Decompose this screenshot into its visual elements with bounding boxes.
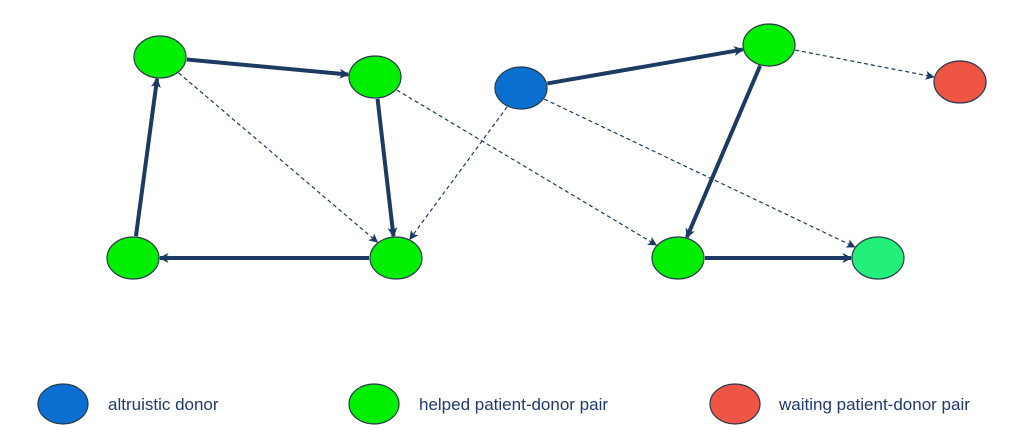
node-E-altruistic-donor (494, 66, 548, 110)
node-C-helped-pair (369, 236, 423, 280)
edge-F-G-dashed (795, 49, 935, 80)
node-F-helped-pair (742, 23, 796, 67)
legend-item-helped-pair: helped patient-donor pair (348, 383, 608, 425)
edge-E-C-dashed (409, 106, 508, 240)
edge-A-B-solid (186, 57, 350, 79)
legend-swatch-waiting-pair (709, 383, 761, 425)
node-H-helped-pair (651, 236, 705, 280)
node-A-helped-pair (133, 35, 187, 79)
node-G-waiting-pair (933, 60, 987, 104)
legend-swatch-helped-pair (348, 383, 400, 425)
legend: altruistic donor helped patient-donor pa… (37, 383, 970, 425)
edge-E-F-solid (547, 46, 745, 86)
edges-layer (133, 46, 935, 263)
nodes-layer (106, 23, 987, 280)
edge-A-C-dashed (178, 72, 379, 243)
legend-swatch-altruistic-donor (37, 383, 89, 425)
legend-item-waiting-pair: waiting patient-donor pair (709, 383, 970, 425)
edge-D-A-solid (133, 77, 161, 237)
node-I-helped-pair-light (851, 236, 905, 280)
edge-B-H-dashed (396, 89, 658, 246)
edge-B-C-solid (375, 98, 398, 238)
legend-label-waiting-pair: waiting patient-donor pair (778, 395, 970, 414)
edge-F-H-solid (685, 64, 762, 239)
node-D-helped-pair (106, 236, 160, 280)
legend-label-altruistic-donor: altruistic donor (108, 395, 219, 414)
legend-item-altruistic-donor: altruistic donor (37, 383, 219, 425)
legend-label-helped-pair: helped patient-donor pair (419, 395, 608, 414)
node-B-helped-pair (348, 55, 402, 99)
edge-E-I-dashed (544, 98, 856, 248)
